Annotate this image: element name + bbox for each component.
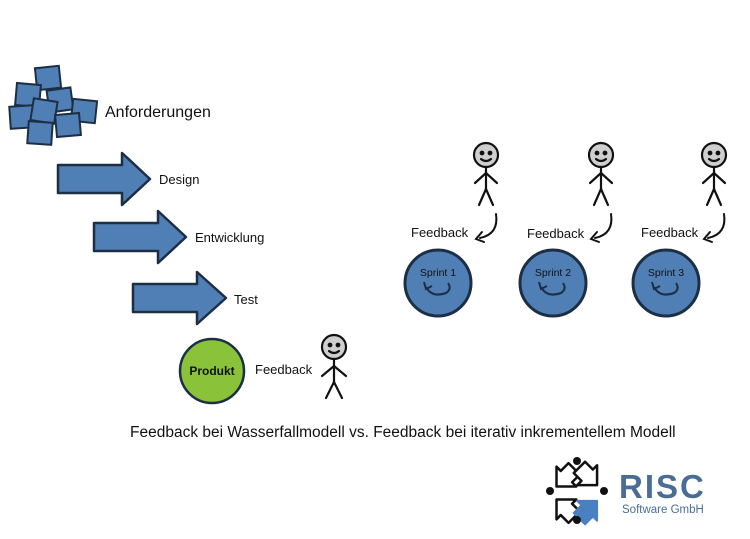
cycle-arrow-icon (653, 282, 679, 296)
phase-arrow-entwicklung (92, 209, 188, 265)
feedback-label-sprint-1: Feedback (411, 225, 469, 240)
logo-name: RISC (619, 468, 706, 505)
feedback-label-sprint-2: Feedback (527, 226, 585, 241)
requirements-icon (8, 64, 99, 146)
feedback-arrow-sprint-3 (702, 213, 726, 243)
stick-figure-waterfall (320, 333, 348, 400)
stick-figure-sprint-1 (472, 141, 500, 207)
diagram-caption: Feedback bei Wasserfallmodell vs. Feedba… (130, 424, 676, 441)
sprint-label-2: Sprint 2 (534, 267, 572, 279)
phase-label-design: Design (159, 172, 200, 187)
feedback-label-sprint-3: Feedback (641, 225, 699, 240)
phase-arrow-design (56, 151, 152, 207)
sprint-circle-3 (631, 248, 701, 318)
feedback-label-waterfall: Feedback (255, 362, 313, 377)
sprint-circle-1 (403, 248, 473, 318)
risc-logo-icon (546, 457, 608, 526)
feedback-arrow-sprint-2 (589, 213, 613, 243)
sprint-label-1: Sprint 1 (419, 267, 457, 279)
sprint-label-3: Sprint 3 (647, 267, 685, 279)
stick-figure-sprint-3 (700, 141, 728, 207)
product-label: Produkt (189, 364, 235, 378)
sprint-circle-2 (518, 248, 588, 318)
feedback-arrow-sprint-1 (474, 213, 498, 243)
phase-label-test: Test (234, 292, 258, 307)
product-circle (178, 337, 246, 405)
cycle-arrow-icon (425, 282, 451, 296)
cycle-arrow-icon (540, 282, 566, 296)
requirements-label: Anforderungen (105, 104, 211, 121)
logo-subtitle: Software GmbH (622, 504, 704, 516)
stick-figure-sprint-2 (587, 141, 615, 207)
phase-arrow-test (131, 270, 228, 326)
phase-label-entwicklung: Entwicklung (195, 230, 265, 245)
